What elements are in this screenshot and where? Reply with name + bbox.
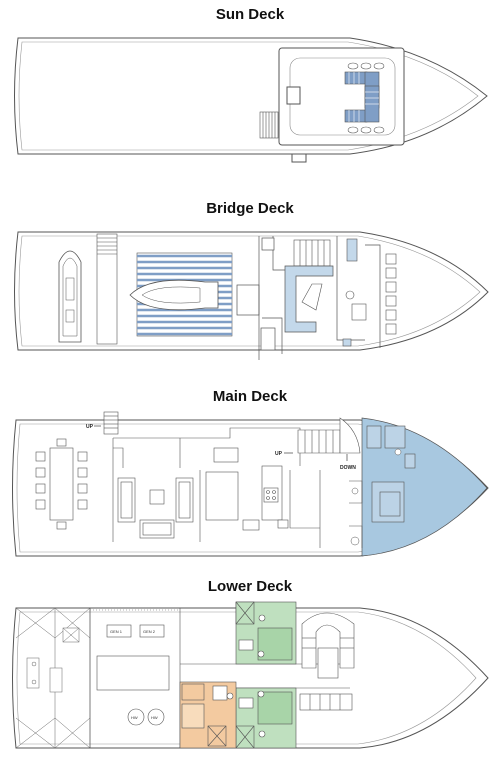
bridge-blue-small — [342, 338, 352, 347]
bridge-deck-title: Bridge Deck — [206, 200, 294, 217]
main-down-label: DOWN — [340, 465, 356, 471]
master-cabin-fixtures — [366, 425, 416, 523]
engine-room — [89, 607, 181, 749]
striped-deck-pad — [129, 252, 233, 337]
green-cabin-aft — [235, 687, 297, 749]
lower-fwd-stairs — [299, 612, 355, 711]
master-toilet-icon — [394, 448, 402, 456]
lower-deck-inner-hull — [16, 611, 477, 745]
sun-deck-hull — [14, 37, 488, 155]
helm-console — [345, 253, 397, 335]
main-deck-svg: UP — [12, 411, 489, 557]
lower-deck-svg: GEN 1 GEN 2 HW HW — [12, 601, 489, 749]
lower-deck-title: Lower Deck — [207, 578, 293, 595]
bridge-deck-inner-hull — [18, 235, 481, 347]
main-salon — [112, 427, 321, 548]
sun-loungers — [344, 71, 380, 123]
hw-2-label: HW — [151, 715, 158, 720]
lower-deck-plan: GEN 1 GEN 2 HW HW — [0, 598, 500, 758]
bridge-table — [301, 283, 323, 311]
hw-1-label: HW — [131, 715, 138, 720]
main-deck-title: Main Deck — [212, 388, 288, 405]
wheelhouse — [236, 236, 381, 360]
sun-deck-plan — [0, 26, 500, 176]
main-toilet-icon-1 — [351, 487, 359, 495]
bridge-ladder — [96, 233, 118, 345]
sun-deck-inner-hull — [18, 41, 479, 151]
main-aft-stairs — [103, 411, 119, 435]
main-fwd-stairs — [297, 417, 361, 454]
sun-deck-console — [286, 86, 301, 105]
green-cabin-fwd — [235, 601, 297, 665]
lower-aft-compartments — [15, 607, 91, 749]
bridge-stairs — [293, 239, 331, 267]
orange-cabin — [179, 681, 237, 749]
bridge-deck-svg — [14, 231, 489, 360]
main-toilet-icon-2 — [350, 536, 360, 546]
sun-deck-stairs — [259, 111, 279, 139]
sun-deck-title: Sun Deck — [215, 6, 285, 23]
main-up-label-right: UP — [275, 451, 283, 457]
bridge-blue-seating — [284, 265, 334, 333]
gen-2-label: GEN 2 — [143, 629, 156, 634]
bridge-deck-plan — [0, 220, 500, 370]
main-up-label-left: UP — [86, 424, 94, 430]
main-deck-plan: UP — [0, 408, 500, 558]
life-ring-icons — [347, 62, 385, 134]
tender-boat-left — [58, 250, 82, 343]
dining-table — [35, 438, 88, 530]
gen-1-label: GEN 1 — [110, 629, 123, 634]
sun-deck-svg — [14, 37, 488, 163]
bridge-blue-locker — [346, 238, 358, 262]
sun-deck-box — [291, 153, 307, 163]
